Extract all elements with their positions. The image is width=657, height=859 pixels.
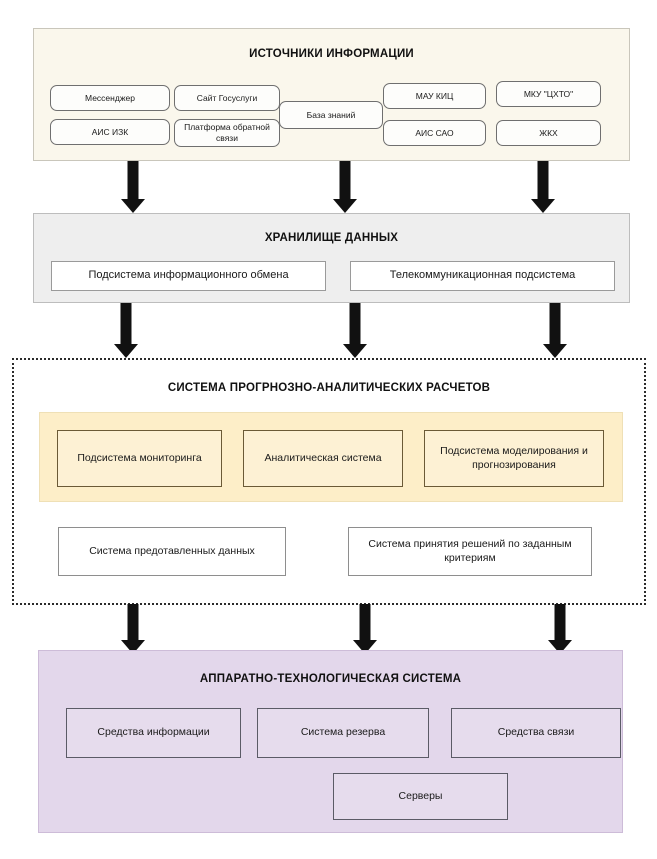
section-title-hardware-technology: АППАРАТНО-ТЕХНОЛОГИЧЕСКАЯ СИСТЕМА [199,673,462,685]
down-arrow-icon-sources-to-storage-1 [120,161,146,213]
node-ais-izk[interactable]: АИС ИЗК [50,119,170,145]
node-information-means[interactable]: Средства информации [66,708,241,758]
node-ais-sao[interactable]: АИС САО [383,120,486,146]
node-reserve-system[interactable]: Система резерва [257,708,429,758]
down-arrow-icon-analytics-to-hardware-2 [352,604,378,654]
node-mau-kic[interactable]: МАУ КИЦ [383,83,486,109]
section-information-sources: ИСТОЧНИКИ ИНФОРМАЦИИ Мессенджер Сайт Гос… [33,28,630,161]
node-presented-data-system[interactable]: Система предотавленных данных [58,527,286,576]
node-zhkh[interactable]: ЖКХ [496,120,601,146]
node-servers[interactable]: Серверы [333,773,508,820]
down-arrow-icon-storage-to-analytics-1 [113,303,139,359]
node-mku-chto[interactable]: МКУ "ЦХТО" [496,81,601,107]
node-analytical-system[interactable]: Аналитическая система [243,430,403,487]
node-feedback-platform[interactable]: Платформа обратной связи [174,119,280,147]
node-gosuslugi-site[interactable]: Сайт Госуслуги [174,85,280,111]
down-arrow-icon-sources-to-storage-3 [530,161,556,213]
down-arrow-icon-storage-to-analytics-2 [342,303,368,359]
analytics-subsystems-band: Подсистема мониторинга Аналитическая сис… [39,412,623,502]
node-modeling-forecasting-subsystem[interactable]: Подсистема моделирования и прогнозирован… [424,430,604,487]
down-arrow-icon-storage-to-analytics-3 [542,303,568,359]
section-hardware-technology: АППАРАТНО-ТЕХНОЛОГИЧЕСКАЯ СИСТЕМА Средст… [38,650,623,833]
node-decision-making-system[interactable]: Система принятия решений по заданным кри… [348,527,592,576]
node-monitoring-subsystem[interactable]: Подсистема мониторинга [57,430,222,487]
node-information-exchange-subsystem[interactable]: Подсистема информационного обмена [51,261,326,291]
section-title-information-sources: ИСТОЧНИКИ ИНФОРМАЦИИ [249,48,414,60]
down-arrow-icon-analytics-to-hardware-3 [547,604,573,654]
node-communication-means[interactable]: Средства связи [451,708,621,758]
node-messenger[interactable]: Мессенджер [50,85,170,111]
section-predictive-analytics: СИСТЕМА ПРОГРНОЗНО-АНАЛИТИЧЕСКИХ РАСЧЕТО… [12,358,646,605]
down-arrow-icon-sources-to-storage-2 [332,161,358,213]
down-arrow-icon-analytics-to-hardware-1 [120,604,146,654]
node-knowledge-base[interactable]: База знаний [279,101,383,129]
node-telecommunication-subsystem[interactable]: Телекоммуникационная подсистема [350,261,615,291]
section-data-storage: ХРАНИЛИЩЕ ДАННЫХ Подсистема информационн… [33,213,630,303]
section-title-predictive-analytics: СИСТЕМА ПРОГРНОЗНО-АНАЛИТИЧЕСКИХ РАСЧЕТО… [167,382,491,394]
section-title-data-storage: ХРАНИЛИЩЕ ДАННЫХ [264,232,399,244]
